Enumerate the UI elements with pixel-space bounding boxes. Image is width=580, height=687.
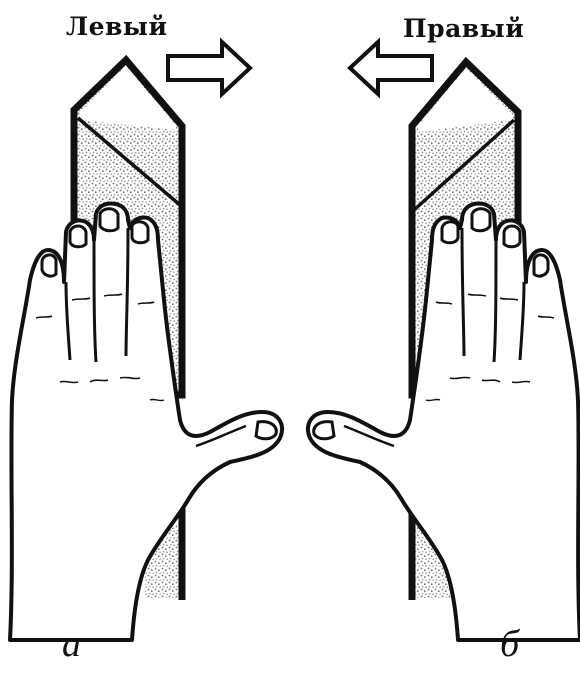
left-figure	[8, 37, 284, 642]
arrow-left-icon	[347, 37, 434, 99]
left-label: Левый	[66, 12, 168, 41]
caption-a: а	[62, 623, 81, 665]
right-tie-fold	[418, 68, 512, 132]
right-nail-2	[502, 224, 522, 249]
left-finger-gap-1	[64, 281, 72, 361]
left-finger-gap-3	[124, 227, 130, 357]
right-nail-3	[470, 207, 492, 233]
right-label: Правый	[403, 14, 525, 43]
right-nail-4	[440, 220, 460, 245]
left-thumb-nail	[254, 420, 278, 441]
left-tie-diagonal	[76, 116, 182, 207]
right-tie-diagonal	[412, 118, 516, 212]
arrow-right-icon	[166, 37, 253, 99]
caption-b: б	[500, 623, 520, 665]
right-thumb-crease	[343, 424, 395, 448]
right-hand	[306, 201, 580, 642]
left-hand	[8, 201, 284, 642]
right-nail-1	[532, 253, 550, 278]
left-nail-1	[40, 253, 58, 278]
left-nail-4	[130, 220, 150, 245]
right-hand-outline	[306, 201, 580, 642]
right-figure	[306, 37, 580, 642]
left-thumb-crease	[195, 424, 247, 448]
left-hand-outline	[8, 201, 284, 642]
left-nail-3	[98, 207, 120, 233]
left-tie-fold	[80, 66, 176, 130]
left-finger-gap-2	[92, 239, 98, 363]
left-nail-2	[68, 224, 88, 249]
right-thumb-nail	[312, 420, 336, 441]
